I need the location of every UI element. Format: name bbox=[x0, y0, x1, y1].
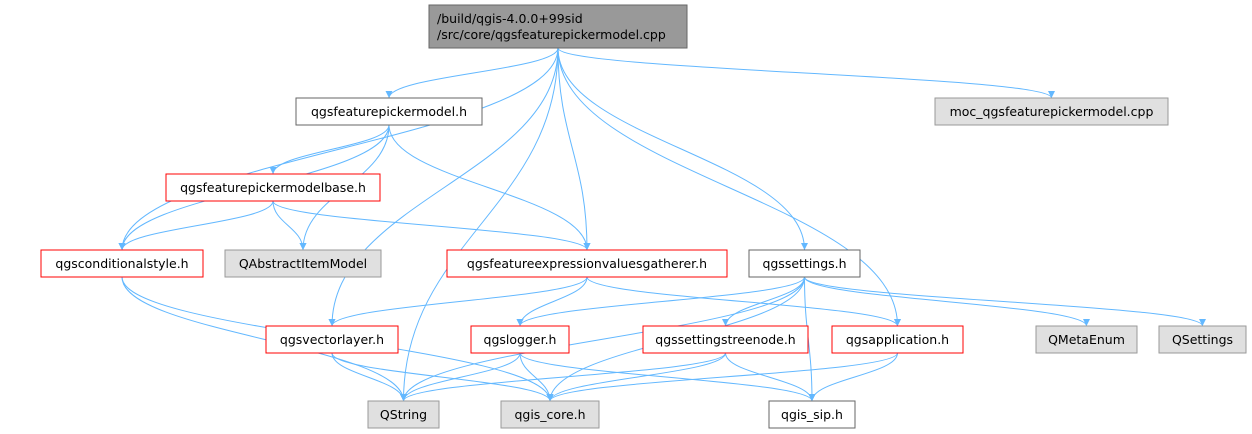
nodes: /build/qgis-4.0.0+99sid/src/core/qgsfeat… bbox=[40, 4, 1247, 429]
edge-settings-to-stnode bbox=[722, 276, 805, 327]
edge-settings-to-qset bbox=[804, 276, 1206, 327]
edge-root-to-moc bbox=[557, 47, 1055, 99]
edge-app-to-sip bbox=[808, 352, 898, 402]
node-core-box bbox=[500, 400, 600, 429]
node-fpmb-box bbox=[165, 173, 381, 202]
node-qstring-label-0: QString bbox=[380, 407, 427, 422]
node-root[interactable]: /build/qgis-4.0.0+99sid/src/core/qgsfeat… bbox=[428, 4, 688, 49]
node-stnode-label-0: qgssettingstreenode.h bbox=[655, 332, 795, 347]
node-root-label-1: /src/core/qgsfeaturepickermodel.cpp bbox=[437, 27, 666, 42]
node-qme: QMetaEnum bbox=[1035, 325, 1138, 354]
node-core: qgis_core.h bbox=[500, 400, 600, 429]
edge-root-to-qstring bbox=[400, 47, 559, 402]
node-moc: moc_qgsfeaturepickermodel.cpp bbox=[934, 97, 1169, 126]
node-fevg[interactable]: qgsfeatureexpressionvaluesgatherer.h bbox=[446, 249, 728, 278]
edge-fpmb-to-cond bbox=[118, 200, 274, 251]
node-qstring: QString bbox=[367, 400, 440, 429]
edge-logger-to-sip bbox=[519, 352, 816, 402]
node-sip-label-0: qgis_sip.h bbox=[781, 407, 843, 422]
node-moc-label-0: moc_qgsfeaturepickermodel.cpp bbox=[950, 104, 1154, 119]
node-logger-label-0: qgslogger.h bbox=[484, 332, 557, 347]
node-app-label-0: qgsapplication.h bbox=[846, 332, 949, 347]
edge-fevg-to-app bbox=[586, 276, 901, 327]
edge-app-to-core bbox=[546, 352, 898, 402]
node-app-box bbox=[831, 325, 964, 354]
node-fpm-box bbox=[295, 97, 483, 126]
edge-root-to-fpm bbox=[385, 47, 559, 99]
edge-logger-to-core bbox=[519, 352, 554, 402]
node-qaim-label-0: QAbstractItemModel bbox=[239, 256, 367, 271]
node-app[interactable]: qgsapplication.h bbox=[831, 325, 964, 354]
node-qstring-box bbox=[367, 400, 440, 429]
edge-cond-to-qstring bbox=[121, 276, 407, 402]
node-logger[interactable]: qgslogger.h bbox=[470, 325, 570, 354]
node-logger-box bbox=[470, 325, 570, 354]
node-settings-label-0: qgssettings.h bbox=[762, 256, 846, 271]
node-settings[interactable]: qgssettings.h bbox=[748, 249, 861, 278]
node-fevg-label-0: qgsfeatureexpressionvaluesgatherer.h bbox=[467, 256, 707, 271]
edge-root-to-cond bbox=[118, 47, 559, 251]
node-vlayer[interactable]: qgsvectorlayer.h bbox=[265, 325, 399, 354]
node-vlayer-label-0: qgsvectorlayer.h bbox=[280, 332, 384, 347]
node-core-label-0: qgis_core.h bbox=[514, 407, 585, 422]
node-fpm-label-0: qgsfeaturepickermodel.h bbox=[311, 104, 467, 119]
edge-settings-to-qme bbox=[804, 276, 1090, 327]
node-settings-box bbox=[748, 249, 861, 278]
node-fpmb-label-0: qgsfeaturepickermodelbase.h bbox=[180, 180, 366, 195]
edge-root-to-settings bbox=[557, 47, 808, 251]
node-qset-label-0: QSettings bbox=[1172, 332, 1233, 347]
edge-settings-to-logger bbox=[516, 276, 805, 327]
edge-stnode-to-qstring bbox=[400, 352, 726, 402]
node-qme-label-0: QMetaEnum bbox=[1048, 332, 1125, 347]
node-qme-box bbox=[1035, 325, 1138, 354]
node-cond-label-0: qgsconditionalstyle.h bbox=[55, 256, 188, 271]
edge-fpmb-to-fevg bbox=[272, 200, 591, 251]
node-cond-box bbox=[40, 249, 204, 278]
node-moc-box bbox=[934, 97, 1169, 126]
node-stnode-box bbox=[642, 325, 809, 354]
node-qset-box bbox=[1158, 325, 1247, 354]
edge-fpm-to-fpmb bbox=[269, 124, 390, 175]
node-root-box bbox=[428, 4, 688, 49]
node-root-label-0: /build/qgis-4.0.0+99sid bbox=[437, 11, 583, 26]
edge-root-to-vlayer bbox=[328, 47, 559, 327]
edge-fevg-to-vlayer bbox=[328, 276, 588, 327]
node-qset: QSettings bbox=[1158, 325, 1247, 354]
node-sip-box bbox=[768, 400, 856, 429]
node-sip[interactable]: qgis_sip.h bbox=[768, 400, 856, 429]
edge-root-to-app bbox=[557, 47, 901, 327]
edge-logger-to-qstring bbox=[400, 352, 521, 402]
node-qaim: QAbstractItemModel bbox=[224, 249, 382, 278]
node-fpmb[interactable]: qgsfeaturepickermodelbase.h bbox=[165, 173, 381, 202]
edge-settings-to-qstring bbox=[400, 276, 805, 402]
node-cond[interactable]: qgsconditionalstyle.h bbox=[40, 249, 204, 278]
node-qaim-box bbox=[224, 249, 382, 278]
edge-vlayer-to-core bbox=[331, 352, 554, 402]
edge-fpmb-to-qaim bbox=[272, 200, 307, 251]
edge-root-to-fevg bbox=[557, 47, 591, 251]
node-fpm[interactable]: qgsfeaturepickermodel.h bbox=[295, 97, 483, 126]
edge-stnode-to-core bbox=[546, 352, 726, 402]
node-vlayer-box bbox=[265, 325, 399, 354]
node-stnode[interactable]: qgssettingstreenode.h bbox=[642, 325, 809, 354]
edge-fpm-to-fevg bbox=[388, 124, 591, 251]
node-fevg-box bbox=[446, 249, 728, 278]
